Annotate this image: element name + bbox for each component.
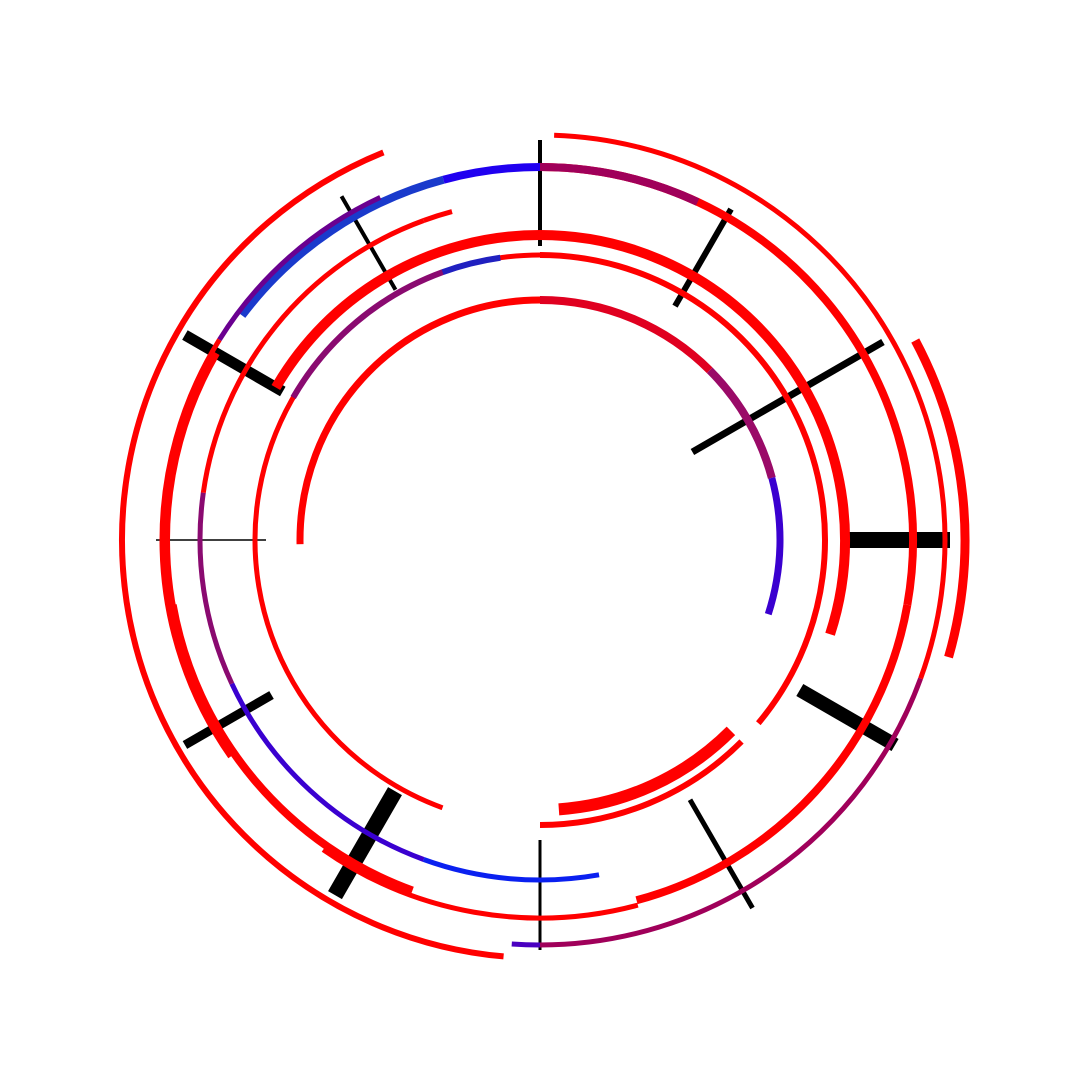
- ring-3-upper-left: [200, 218, 425, 494]
- ring-7-left: [119, 149, 504, 960]
- ring-6-bottom-end: [511, 941, 541, 948]
- ring-1-right: [764, 476, 784, 616]
- ring-4-top-blue: [442, 163, 541, 184]
- ring-5-upper-left: [217, 195, 382, 342]
- ring-1-top-right: [539, 296, 713, 374]
- ring-5-left: [159, 338, 233, 759]
- ring-4-top-red: [539, 163, 700, 206]
- concentric-arcs: [119, 132, 970, 960]
- ring-4-lower-left: [168, 604, 414, 895]
- spoke-11: [182, 330, 286, 397]
- ring-3-upper-left: [271, 230, 541, 391]
- ring-2-upper-left-blue: [441, 254, 501, 276]
- ring-2-thick-lower-right: [558, 726, 736, 816]
- ring-5-bottom: [321, 847, 639, 921]
- ring-1-upper-right: [706, 367, 776, 479]
- ring-2-bottom: [539, 739, 744, 828]
- ring-4-lower-right: [635, 604, 912, 905]
- ring-1-left: [296, 296, 541, 545]
- ring-3-right: [539, 230, 850, 636]
- ring-4-upper-left-blue: [238, 175, 445, 318]
- ring-6-right: [554, 132, 948, 680]
- spoke-9: [182, 691, 274, 749]
- spoke-5: [796, 683, 899, 752]
- ring-4-left: [164, 352, 220, 728]
- ring-3-lower-left-blue: [229, 682, 425, 862]
- ring-2-right: [539, 252, 828, 726]
- ring-3-tip: [422, 209, 453, 223]
- spoke-2: [672, 207, 734, 308]
- spoke-8: [328, 787, 402, 900]
- ring-2-upper-left-purple: [290, 269, 444, 400]
- ring-7-right-thick: [911, 338, 970, 659]
- ring-6-lower-right: [539, 677, 923, 948]
- ring-3-left-purple: [197, 492, 235, 685]
- ring-3-bottom-blue: [422, 857, 600, 883]
